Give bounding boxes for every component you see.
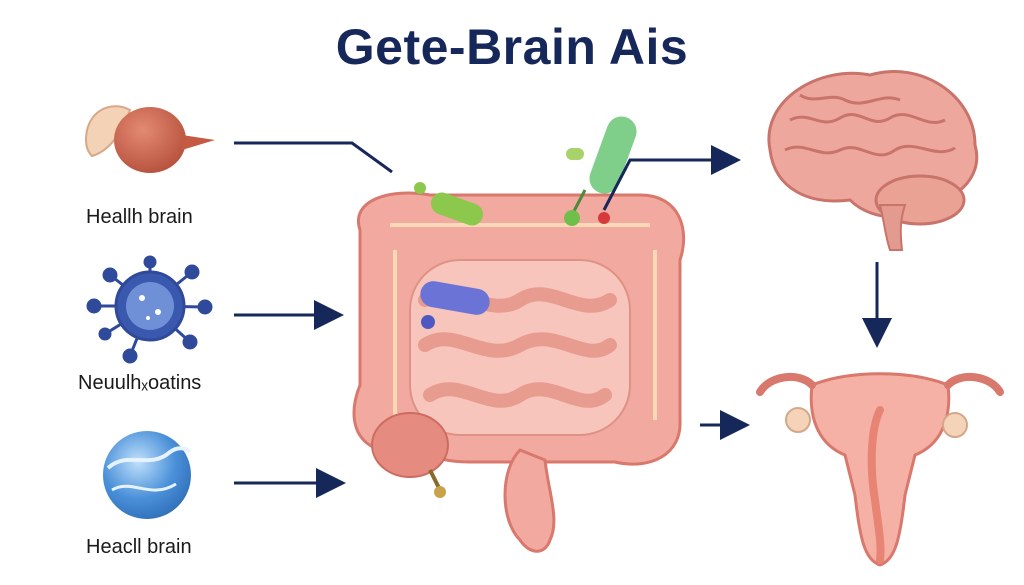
stomach-organ-icon [84,105,215,173]
uterus-icon [756,372,1004,567]
label-item-3: Heacll brain [86,536,192,558]
bacteria-blue-icon [420,281,490,315]
right-connectors [602,145,892,440]
bacteria-green-icon [430,192,484,226]
label-item-2: Neuulhₓoatins [78,372,202,394]
arrow-to-brain [602,145,741,211]
left-connectors [234,141,393,498]
blue-sphere-icon [103,431,192,519]
bacteria-rod-icon [589,116,637,194]
label-item-1: Heallh brain [86,206,193,228]
brain-icon [767,70,979,251]
neuron-cell-icon [86,255,213,364]
connector-line-1 [234,141,393,174]
bacteria-icons [414,116,637,329]
diagram-title: Gete-Brain Ais [335,19,689,75]
intestines-icon [352,191,686,553]
